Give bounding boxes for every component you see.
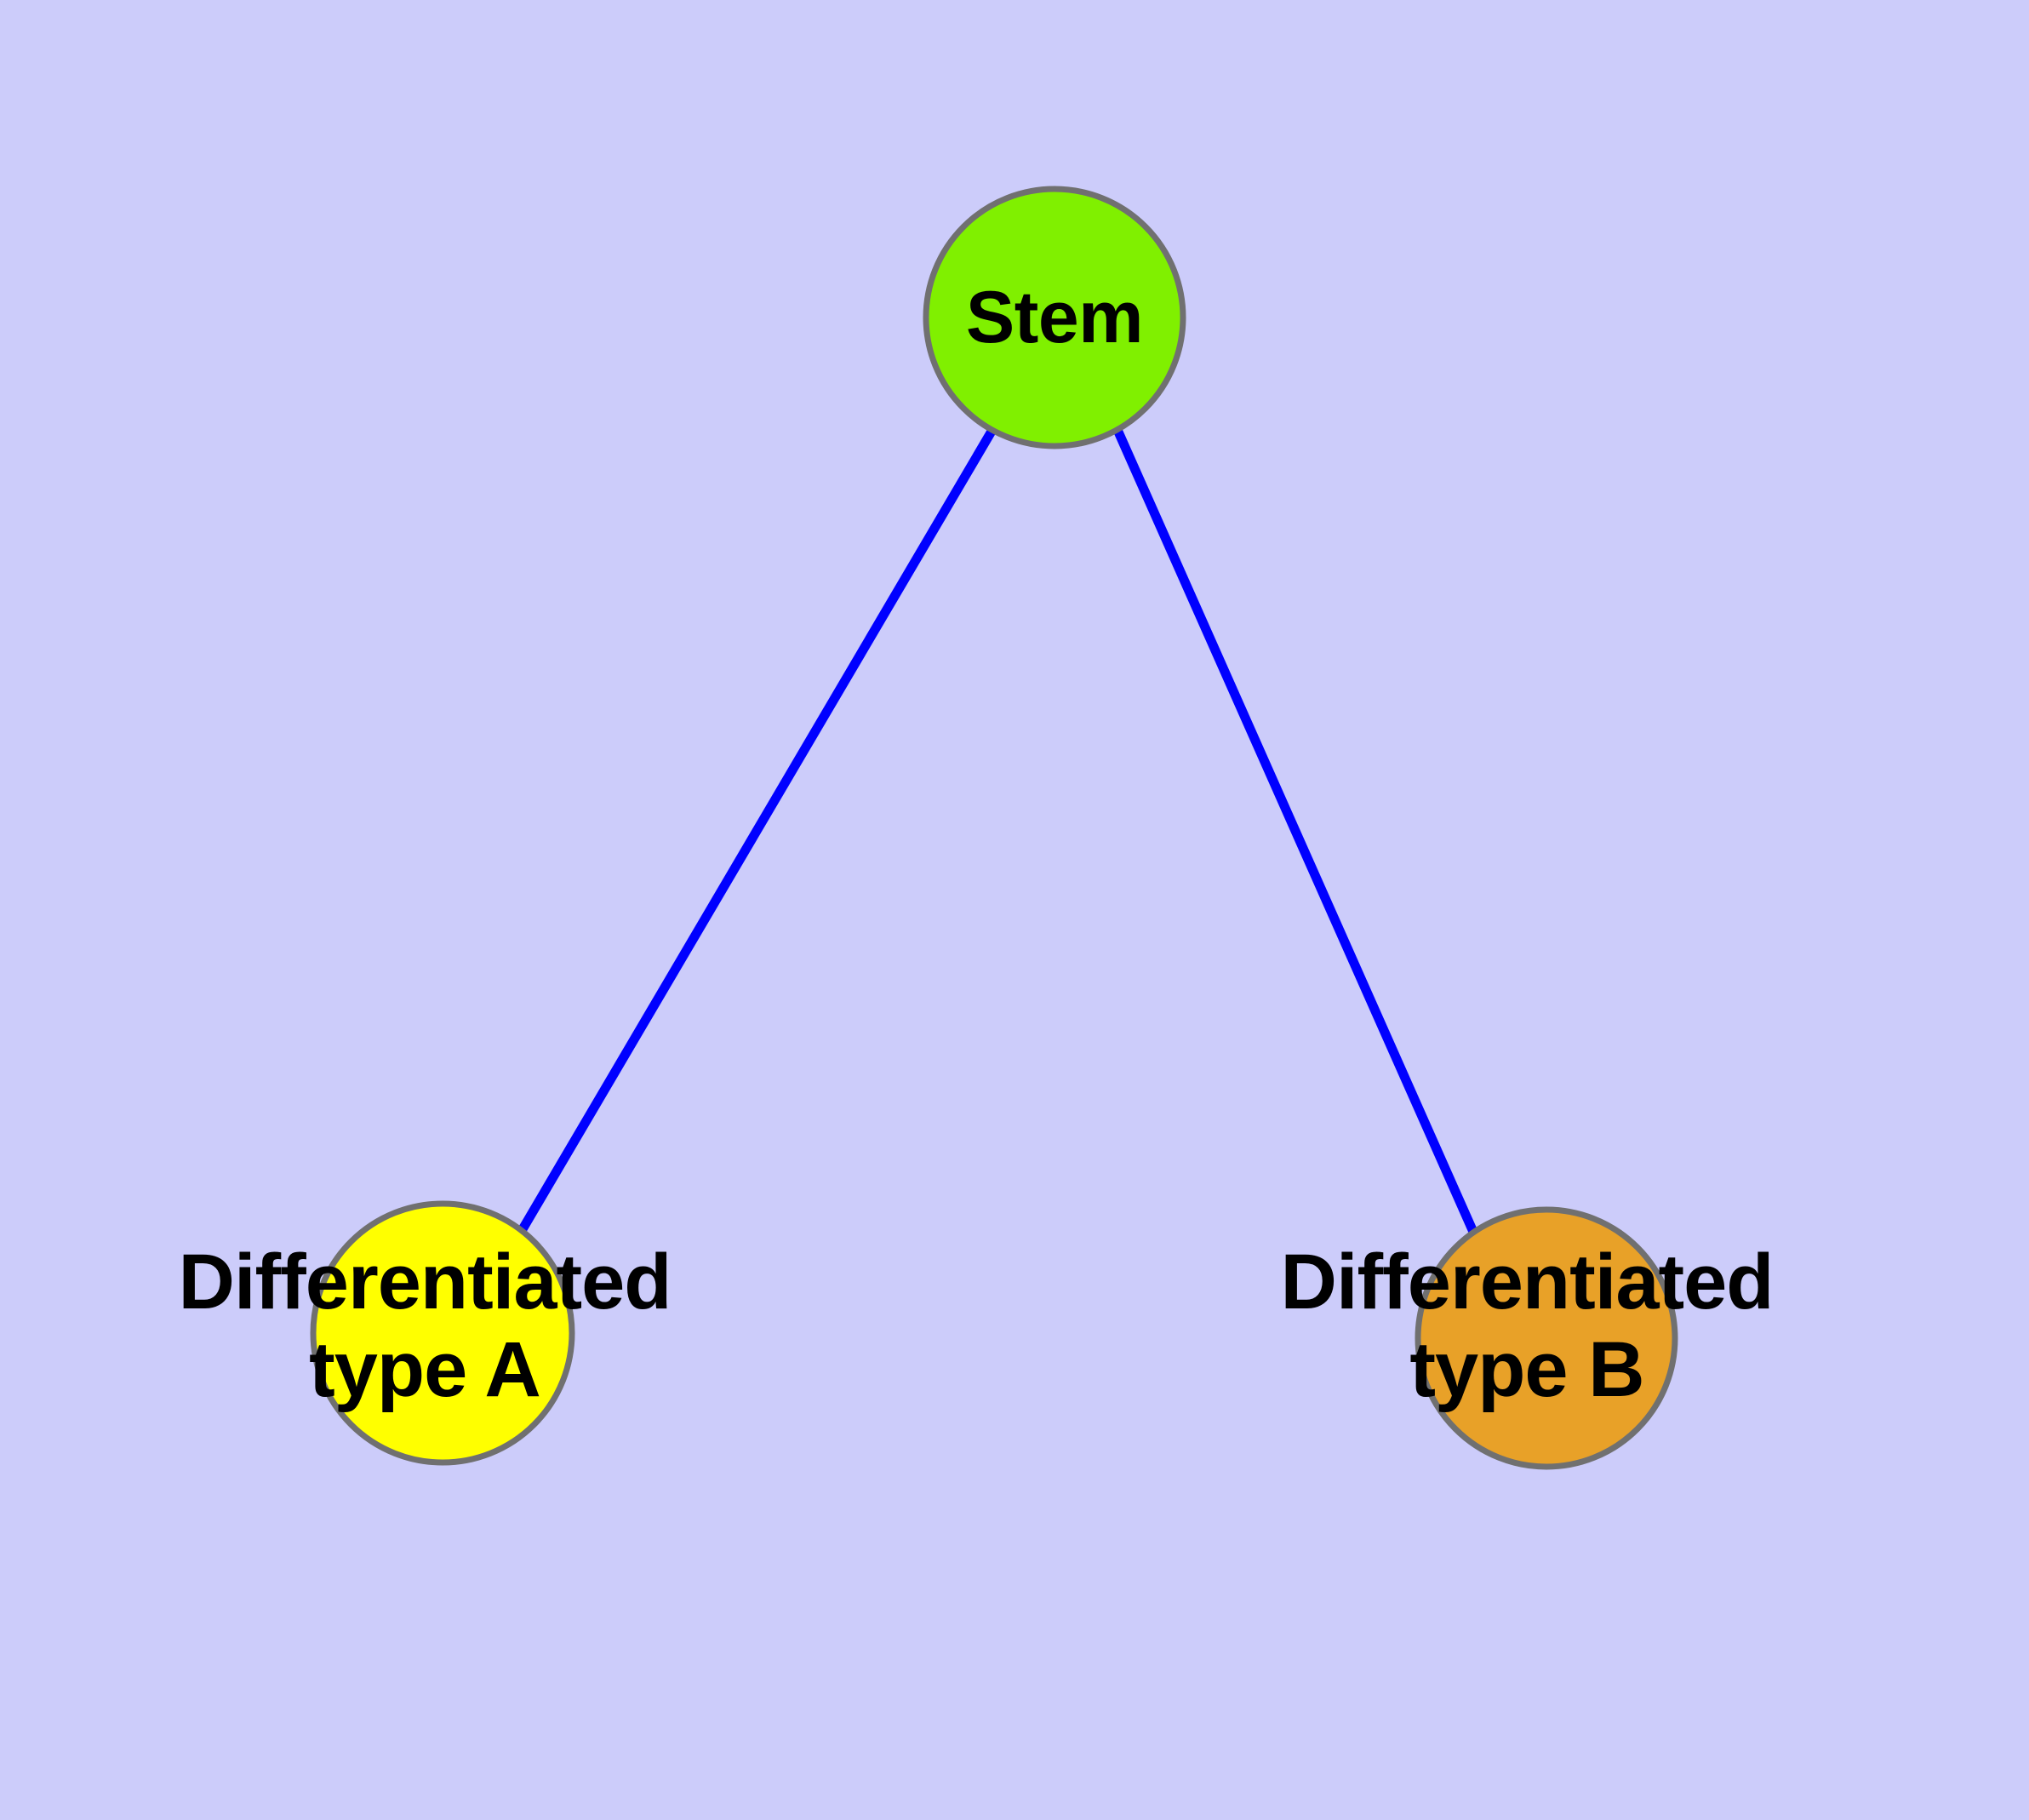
node-stem[interactable] [923,186,1186,449]
edge-stem-to-diff-a [518,427,997,1232]
node-differentiated-type-b[interactable] [1415,1206,1678,1470]
node-layer [310,186,1678,1470]
node-differentiated-type-a[interactable] [310,1200,575,1466]
edge-stem-to-diff-b [1112,427,1478,1234]
edge-layer [518,427,1478,1234]
